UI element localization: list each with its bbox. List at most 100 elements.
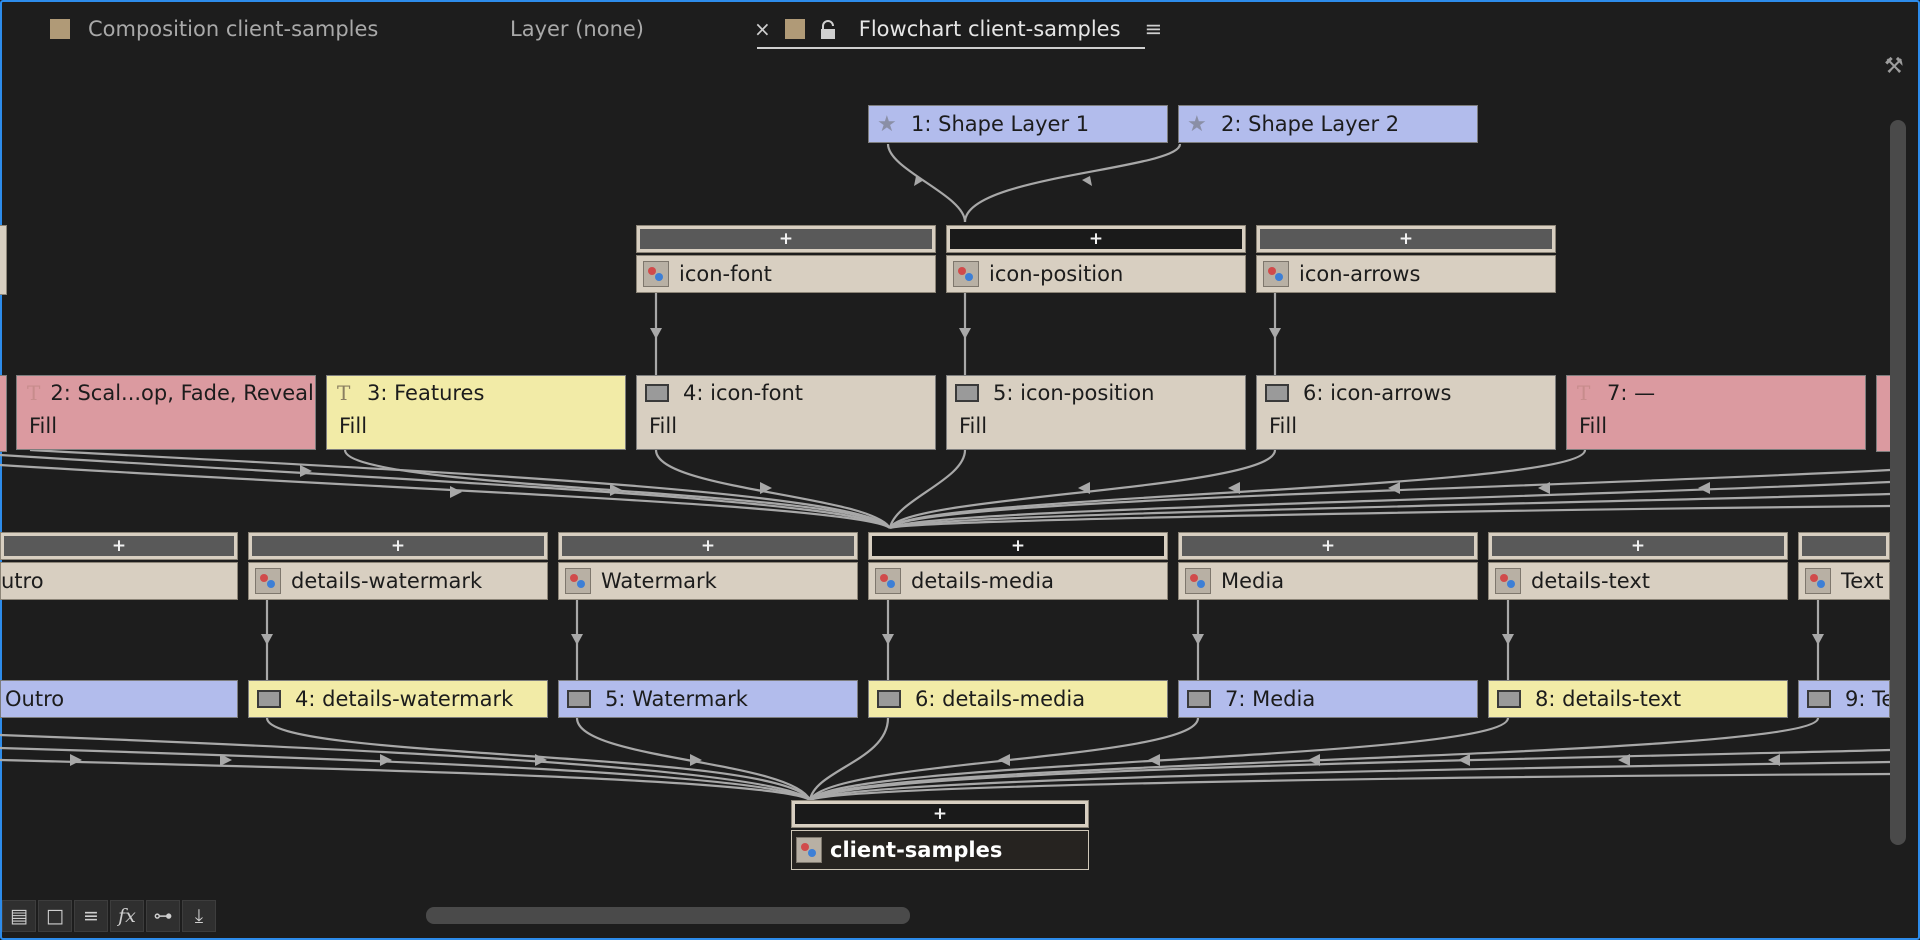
edge	[809, 717, 1200, 801]
expand-header[interactable]: +	[791, 800, 1089, 828]
layer-label: 6: details-media	[915, 687, 1086, 711]
composition-icon	[643, 261, 669, 287]
plus-icon[interactable]: +	[252, 536, 544, 556]
edge	[809, 717, 1820, 801]
expand-header[interactable]: +	[0, 532, 238, 560]
footage-icon	[1187, 690, 1211, 708]
edge-arrow	[1308, 754, 1320, 766]
lock-icon[interactable]	[819, 20, 837, 39]
plus-icon[interactable]: +	[1492, 536, 1784, 556]
plus-icon[interactable]: +	[640, 229, 932, 249]
tab-layer[interactable]: Layer (none)	[510, 12, 644, 46]
horizontal-scrollbar[interactable]	[426, 907, 910, 924]
layers-stack-icon[interactable]: ≡	[74, 900, 108, 932]
expand-header[interactable]: +	[558, 532, 858, 560]
flowchart-layer-node[interactable]: Outro	[0, 680, 238, 718]
footage-icon	[567, 690, 591, 708]
flowchart-layer-node[interactable]: 4: details-watermark	[248, 680, 548, 718]
plus-icon[interactable]: +	[872, 536, 1164, 556]
edge	[29, 448, 891, 529]
plus-icon[interactable]	[1802, 536, 1886, 556]
plus-icon[interactable]: +	[950, 229, 1242, 249]
flowchart-layer-node[interactable]: 7: Media	[1178, 680, 1478, 718]
flowchart-layer-node[interactable]: 6: icon-arrows Fill	[1256, 375, 1556, 450]
fx-icon[interactable]: fx	[110, 900, 144, 932]
flowchart-layer-node[interactable]: ★ 1: Shape Layer 1	[868, 105, 1168, 143]
plus-icon[interactable]: +	[4, 536, 234, 556]
edge-arrow	[1269, 328, 1281, 339]
edge-arrow	[998, 754, 1010, 766]
expand-header[interactable]: +	[1488, 532, 1788, 560]
edge-arrow	[261, 634, 273, 645]
layer-label: 7: —	[1607, 381, 1656, 405]
flowchart-layer-node[interactable]: T2: Scal...op, Fade, Reveal, etc Fill	[16, 375, 316, 450]
comp-body[interactable]: Watermark	[558, 562, 858, 600]
comp-body[interactable]: icon-position	[946, 255, 1246, 293]
composition-icon	[1805, 568, 1831, 594]
tab-flowchart[interactable]: × Flowchart client-samples ≡	[754, 12, 1162, 46]
tab-composition-label: Composition client-samples	[88, 17, 379, 41]
plus-icon[interactable]: +	[1260, 229, 1552, 249]
comp-body[interactable]: details-text	[1488, 562, 1788, 600]
tab-composition[interactable]: Composition client-samples	[50, 12, 378, 46]
plus-icon[interactable]: +	[562, 536, 854, 556]
expand-header[interactable]: +	[636, 225, 936, 253]
flowchart-layer-node[interactable]: 5: Watermark	[558, 680, 858, 718]
layer-label: 7: Media	[1225, 687, 1316, 711]
vertical-scrollbar[interactable]	[1890, 120, 1906, 845]
flowchart-layer-node[interactable]: 4: icon-font Fill	[636, 375, 936, 450]
expand-header[interactable]	[1798, 532, 1890, 560]
edge-arrow	[1148, 754, 1160, 766]
expand-header[interactable]: +	[868, 532, 1168, 560]
layer-label: 4: details-watermark	[295, 687, 514, 711]
flowchart-options-icon[interactable]: ⚒	[1884, 54, 1904, 79]
flowchart-layer-node[interactable]: 6: details-media	[868, 680, 1168, 718]
comp-body[interactable]: icon-arrows	[1256, 255, 1556, 293]
layer-label: 5: icon-position	[993, 381, 1155, 405]
flowchart-layer-node[interactable]: 8: details-text	[1488, 680, 1788, 718]
edge-arrow	[1812, 634, 1824, 645]
new-comp-icon[interactable]: ▤	[2, 900, 36, 932]
comp-body[interactable]: client-samples	[791, 830, 1089, 870]
plus-icon[interactable]: +	[795, 804, 1085, 824]
expand-header[interactable]: +	[1178, 532, 1478, 560]
expand-header[interactable]: +	[946, 225, 1246, 253]
edge-arrow	[1618, 754, 1630, 766]
tab-layer-label: Layer (none)	[510, 17, 644, 41]
footage-icon	[1497, 690, 1521, 708]
footage-icon	[877, 690, 901, 708]
fill-effect-label: Fill	[29, 414, 58, 438]
star-icon: ★	[1187, 111, 1207, 137]
plus-icon[interactable]: +	[1182, 536, 1474, 556]
edge	[654, 449, 891, 529]
flowchart-layer-node[interactable]: ★ 2: Shape Layer 2	[1178, 105, 1478, 143]
fill-effect-label: Fill	[339, 414, 368, 438]
close-icon[interactable]: ×	[754, 17, 771, 41]
collapse-icon[interactable]: ⤓	[182, 900, 216, 932]
comp-body[interactable]: icon-font	[636, 255, 936, 293]
edge-arrow	[959, 328, 971, 339]
comp-label: Text	[1841, 569, 1884, 593]
edge-arrow	[535, 754, 547, 766]
comp-body[interactable]: utro	[0, 562, 238, 600]
comp-body[interactable]: details-watermark	[248, 562, 548, 600]
expand-header[interactable]: +	[248, 532, 548, 560]
edge	[809, 760, 1891, 801]
comp-body[interactable]: details-media	[868, 562, 1168, 600]
panel-menu-icon[interactable]: ≡	[1144, 17, 1163, 41]
expand-header[interactable]: +	[1256, 225, 1556, 253]
comp-body[interactable]: Media	[1178, 562, 1478, 600]
flowchart-icon[interactable]: ⊶	[146, 900, 180, 932]
comp-body[interactable]: Text	[1798, 562, 1890, 600]
layer-label: 4: icon-font	[683, 381, 804, 405]
comp-label: icon-arrows	[1299, 262, 1421, 286]
layer-icon[interactable]: □	[38, 900, 72, 932]
edge-arrow	[1538, 482, 1550, 494]
edge-arrow	[1078, 482, 1090, 494]
flowchart-layer-node[interactable]: 5: icon-position Fill	[946, 375, 1246, 450]
flowchart-layer-node[interactable]: 9: Te	[1798, 680, 1890, 718]
star-icon: ★	[877, 111, 897, 137]
